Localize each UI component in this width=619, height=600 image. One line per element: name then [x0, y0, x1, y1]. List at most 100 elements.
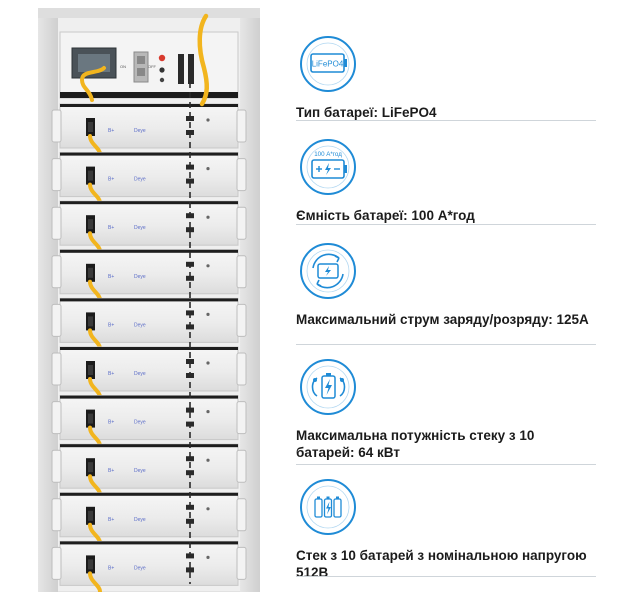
- module-handle-left: [51, 352, 62, 386]
- charge-discharge-icon: [299, 242, 357, 300]
- module-comm-port: [186, 567, 194, 573]
- module-brand-label: Deye: [134, 371, 146, 377]
- module-pos-label: B+: [108, 177, 114, 183]
- module-brand-label: Deye: [134, 565, 146, 571]
- battery-rack-illustration: ON OFF B+DeyeB+DeyeB+DeyeB+DeyeB+DeyeB+D…: [38, 8, 260, 592]
- module-top-edge: [60, 298, 238, 302]
- module-comm-port: [186, 227, 194, 233]
- feature-stack-power: Максимальна потужність стеку з 10 батаре…: [296, 358, 596, 465]
- module-top-edge: [60, 492, 238, 496]
- controller-label-off: OFF: [148, 64, 157, 69]
- module-pos-label: B+: [108, 225, 114, 231]
- lifepo4-icon-text: LiFePO4: [312, 60, 344, 69]
- feature-divider: [296, 120, 596, 121]
- module-pos-label: B+: [108, 322, 114, 328]
- module-pos-label: B+: [108, 274, 114, 280]
- module-pos-label: B+: [108, 468, 114, 474]
- module-top-edge: [60, 444, 238, 448]
- module-comm-port: [186, 359, 194, 364]
- module-top-edge: [60, 152, 238, 156]
- module-handle-right: [236, 498, 247, 532]
- module-handle-right: [236, 158, 247, 192]
- module-handle-left: [51, 206, 62, 240]
- module-top-edge: [60, 395, 238, 399]
- module-handle-right: [236, 546, 247, 580]
- module-top-edge: [60, 201, 238, 205]
- module-connector-socket: [88, 316, 93, 327]
- feature-battery-type: LiFePO4 Тип батареї: LiFePO4: [296, 35, 596, 121]
- module-brand-label: Deye: [134, 225, 146, 231]
- module-top-edge: [60, 347, 238, 350]
- module-connector-socket: [88, 122, 93, 132]
- module-comm-port: [186, 456, 194, 462]
- battery-capacity-icon: 100 А*год: [299, 138, 357, 196]
- module-handle-right: [236, 401, 247, 435]
- module-handle-left: [51, 303, 62, 337]
- module-led: [206, 167, 210, 171]
- module-handle-left: [51, 498, 62, 532]
- power-button-red: [158, 54, 166, 62]
- module-handle-right: [236, 449, 247, 483]
- rack-top-bar: [38, 8, 260, 18]
- battery-module: B+Deye: [51, 152, 247, 215]
- battery-module: B+ Deye: [51, 443, 247, 507]
- module-pos-label: B+: [108, 371, 114, 377]
- feature-stack-voltage: Стек з 10 батарей з номінальною напругою…: [296, 478, 596, 581]
- module-comm-port: [186, 275, 194, 281]
- capacity-icon-text: 100 А*год: [314, 151, 342, 158]
- feature-caption: Ємність батареї: 100 А*год: [296, 208, 475, 223]
- module-led: [206, 361, 210, 365]
- rack-left-rail: [38, 8, 58, 592]
- module-comm-port: [186, 116, 194, 121]
- module-led: [206, 507, 210, 511]
- module-handle-right: [236, 255, 247, 289]
- module-brand-label: Deye: [134, 322, 146, 328]
- module-connector-socket: [88, 510, 93, 521]
- module-top-edge: [60, 104, 238, 107]
- module-brand-label: Deye: [134, 128, 146, 134]
- controller-label-on: ON: [120, 64, 126, 69]
- module-yellow-cable: [88, 571, 103, 592]
- feature-battery-capacity: 100 А*год Ємність батареї: 100 А*год: [296, 138, 596, 225]
- yellow-cable-main: [197, 13, 209, 107]
- module-brand-label: Deye: [134, 420, 146, 426]
- battery-module: B+Deye: [51, 492, 247, 555]
- feature-divider: [296, 464, 596, 465]
- module-connector-socket: [88, 219, 93, 230]
- module-connector-socket: [88, 413, 93, 424]
- module-brand-label: Deye: [134, 468, 146, 474]
- module-led: [206, 410, 210, 414]
- module-pos-label: B+: [108, 128, 114, 134]
- module-comm-port: [186, 407, 194, 413]
- module-top-edge: [60, 541, 238, 545]
- module-led: [206, 118, 210, 122]
- module-handle-left: [51, 158, 62, 192]
- module-pos-label: B+: [108, 517, 114, 523]
- module-led: [206, 458, 210, 462]
- module-handle-left: [51, 109, 62, 143]
- module-handle-right: [236, 206, 247, 240]
- feature-max-current: Максимальний струм заряду/розряду: 125А: [296, 242, 596, 345]
- battery-module: B+ Deye: [51, 103, 247, 166]
- feature-divider: [296, 224, 596, 225]
- feature-divider: [296, 576, 596, 577]
- battery-modules: B+DeyeB+DeyeB+DeyeB+DeyeB+DeyeB+DeyeB+De…: [51, 103, 247, 592]
- module-handle-right: [236, 303, 247, 337]
- battery-module: B+Deye: [51, 540, 247, 592]
- module-comm-port: [186, 518, 194, 524]
- feature-caption: Максимальний струм заряду/розряду: 125А: [296, 312, 589, 327]
- battery-module: B+ Deye: [51, 346, 247, 409]
- stack-power-icon: [299, 358, 357, 416]
- module-comm-port: [186, 178, 194, 184]
- module-handle-left: [51, 255, 62, 289]
- module-handle-left: [51, 546, 62, 580]
- module-handle-left: [51, 401, 62, 435]
- module-pos-label: B+: [108, 420, 114, 426]
- module-connector-socket: [88, 365, 93, 375]
- module-led: [206, 312, 210, 316]
- feature-caption: Тип батареї: LiFePO4: [296, 105, 437, 120]
- module-led: [206, 555, 210, 560]
- rack-right-rail: [240, 8, 260, 592]
- feature-caption: Максимальна потужність стеку з 10 батаре…: [296, 428, 535, 460]
- module-connector-socket: [88, 462, 93, 473]
